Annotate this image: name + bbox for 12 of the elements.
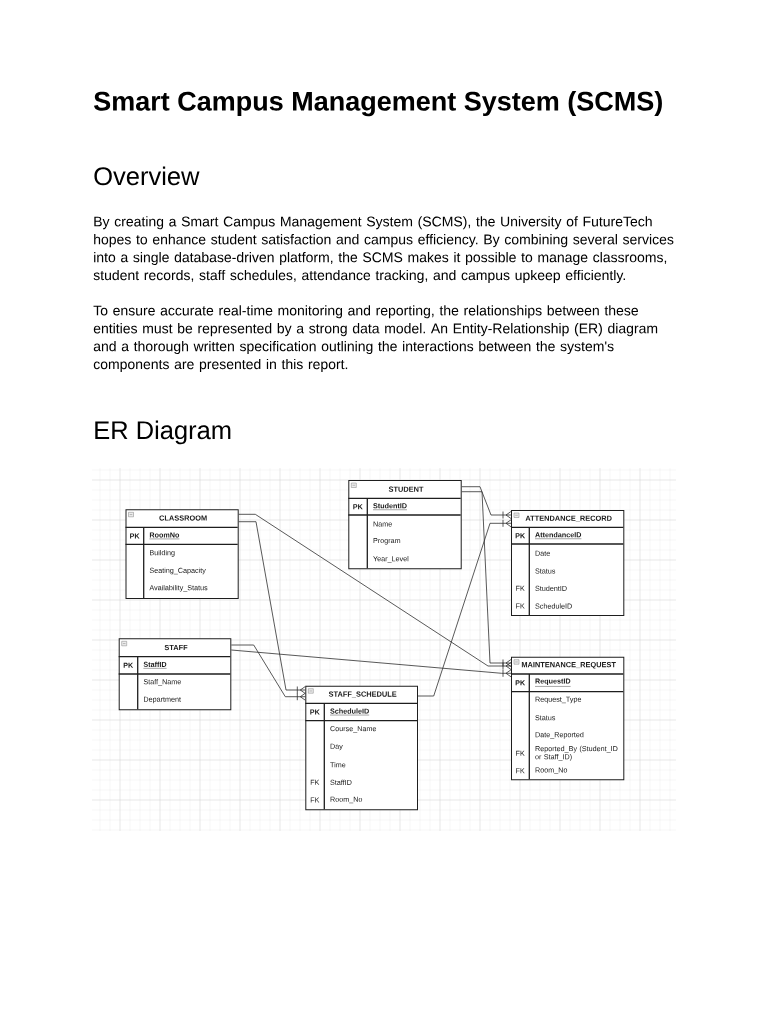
relationship-line: [461, 491, 512, 667]
relationship-line: [238, 513, 512, 670]
section-heading: ER Diagram: [95, 420, 231, 445]
relationship-line: [417, 519, 512, 697]
paragraph: By creating a Smart Campus Management System (SCMS), the University of FutureTech hopes to enhance student satisfaction and campus efficiency. By combining several services into a single database-driven platform, the SCMS makes it possible to manage classrooms, student records, staff schedules, attendance tracking, and campus upkeep efficiently.: [93, 216, 674, 283]
section-heading: Overview: [94, 166, 200, 186]
relationship-line: [230, 649, 512, 678]
paragraph: To ensure accurate real-time monitoring and reporting, the relationships between these entities must be represented by a strong data model. An Entity-Relationship (ER) diagram and a thorough written specification outlining the interactions between the system's components are presented in this report.: [93, 305, 658, 372]
page-title: Smart Campus Management System (SCMS): [94, 90, 662, 117]
relationship-line: [230, 644, 306, 701]
relationship-line: [461, 486, 512, 519]
relationship-line: [238, 521, 306, 694]
